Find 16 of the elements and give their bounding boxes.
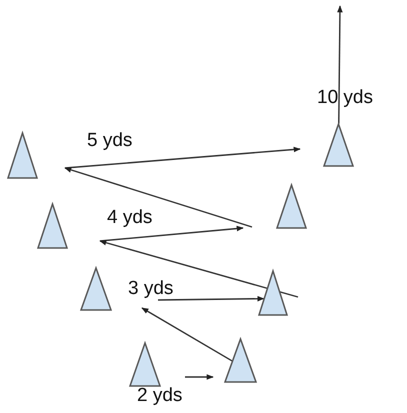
cone-marker — [276, 184, 307, 229]
distance-label: 5 yds — [87, 131, 132, 151]
cone-marker — [129, 342, 161, 387]
arrow — [141, 307, 232, 362]
cone-marker — [80, 267, 112, 311]
distance-label: 10 yds — [317, 88, 373, 108]
distance-label: 4 yds — [107, 208, 152, 228]
arrow — [337, 5, 343, 124]
cone-marker — [323, 123, 354, 167]
distance-label: 2 yds — [137, 386, 182, 406]
cone-marker — [224, 338, 257, 383]
cone-marker — [37, 203, 68, 249]
cone-marker — [7, 132, 38, 179]
arrow — [158, 296, 264, 302]
cone-marker — [258, 270, 288, 316]
edge-label: 3 yds — [128, 279, 174, 299]
